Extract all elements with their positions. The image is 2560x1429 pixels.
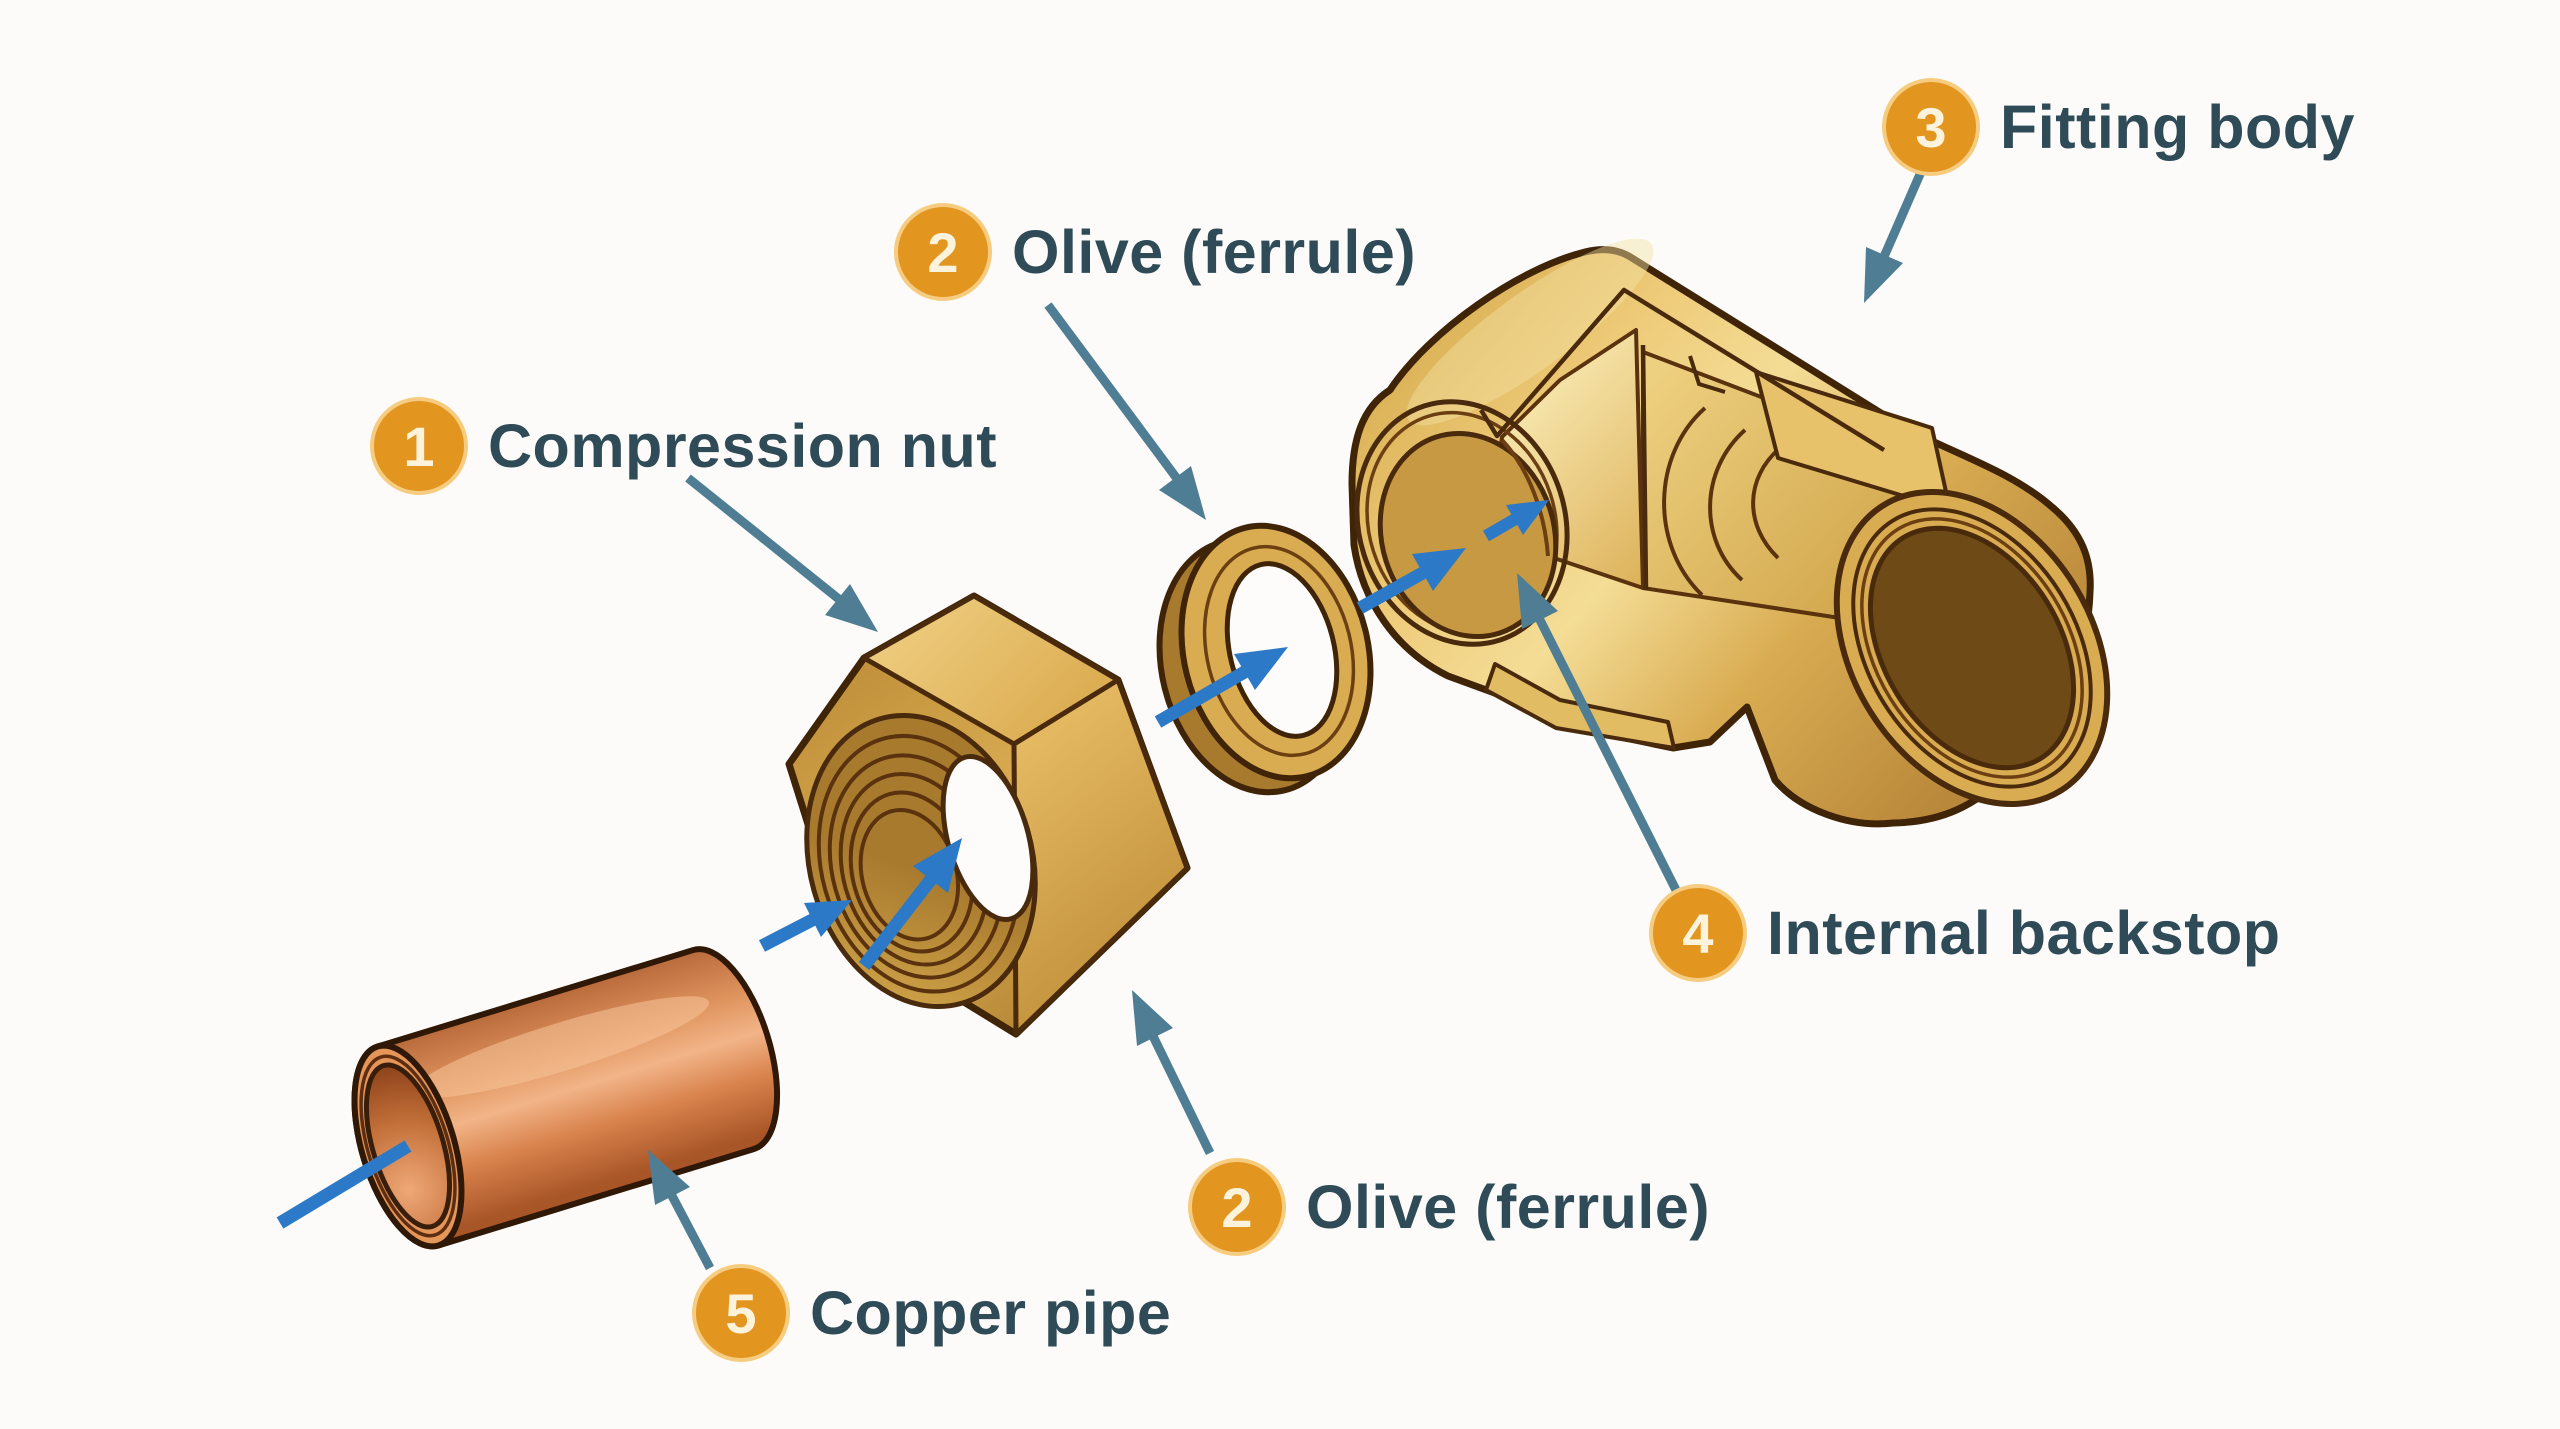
body-cut-corner-edge <box>1640 344 1649 591</box>
badge-2-bottom: 2 <box>1192 1162 1282 1252</box>
body-wall-strip-line <box>1479 287 1886 452</box>
copper-pipe-illustration <box>351 946 781 1250</box>
cavity-backstop-edge <box>1500 438 1550 557</box>
badge-3: 3 <box>1886 82 1976 172</box>
assembly-arrow-through-olive <box>1154 647 1288 728</box>
assembly-arrow-olive-to-body <box>1356 548 1466 614</box>
assembly-arrows <box>759 500 1549 970</box>
label-compression-nut: 1 Compression nut <box>374 401 997 491</box>
body-bore-arc <box>1708 428 1747 582</box>
fitting-body-illustration <box>1348 238 2111 828</box>
body-left-port <box>1354 399 1570 647</box>
nut-right-face <box>1011 677 1190 1037</box>
compression-nut-illustration <box>785 592 1191 1038</box>
body-bore-arc <box>1662 406 1707 597</box>
leader-arrow-internal-backstop <box>1517 573 1687 905</box>
label-text-internal-backstop: Internal backstop <box>1767 899 2281 967</box>
left-port-rim-ring <box>1354 399 1570 647</box>
port-rim-ring <box>1851 507 2093 789</box>
label-text-compression-nut: Compression nut <box>488 412 998 480</box>
badge-4: 4 <box>1653 888 1743 978</box>
port-bore <box>1867 525 2077 771</box>
label-text-fitting-body: Fitting body <box>2000 93 2355 161</box>
label-text-copper-pipe: Copper pipe <box>810 1279 1172 1347</box>
label-copper-pipe: 5 Copper pipe <box>696 1268 1171 1358</box>
assembly-arrow-pipe-to-nut <box>759 900 852 952</box>
leader-arrow-compression-nut <box>685 474 878 632</box>
badge-5: 5 <box>696 1268 786 1358</box>
label-text-olive-top: Olive (ferrule) <box>1012 218 1417 286</box>
leader-arrow-olive-bottom <box>1132 990 1215 1155</box>
label-fitting-body: 3 Fitting body <box>1886 82 2355 172</box>
pipe-wall-ring <box>359 1054 457 1238</box>
badge-2-top: 2 <box>898 207 988 297</box>
olive-face-ring <box>1202 544 1356 758</box>
assembly-arrow-inside-body <box>1482 500 1549 542</box>
assembly-arrow-inside-nut <box>858 838 962 970</box>
label-olive-ferrule-bottom: 2 Olive (ferrule) <box>1192 1162 1710 1252</box>
left-port-cavity <box>1377 431 1559 639</box>
leader-arrow-olive-top <box>1044 302 1206 520</box>
label-olive-ferrule-top: 2 Olive (ferrule) <box>898 207 1416 297</box>
assembly-arrow-pipe-axis <box>276 1140 412 1229</box>
port-rim-ring <box>1860 517 2084 779</box>
badge-1: 1 <box>374 401 464 491</box>
leader-arrows <box>648 170 1926 1271</box>
leader-arrow-fitting-body <box>1864 170 1926 303</box>
label-internal-backstop: 4 Internal backstop <box>1653 888 2281 978</box>
body-top-highlight <box>1406 238 1654 426</box>
leader-arrow-copper-pipe <box>648 1150 714 1271</box>
pipe-highlight <box>412 996 710 1098</box>
body-bore-arc <box>1751 446 1782 560</box>
body-backstop-step <box>1688 355 1726 394</box>
label-text-olive-bottom: Olive (ferrule) <box>1306 1173 1711 1241</box>
